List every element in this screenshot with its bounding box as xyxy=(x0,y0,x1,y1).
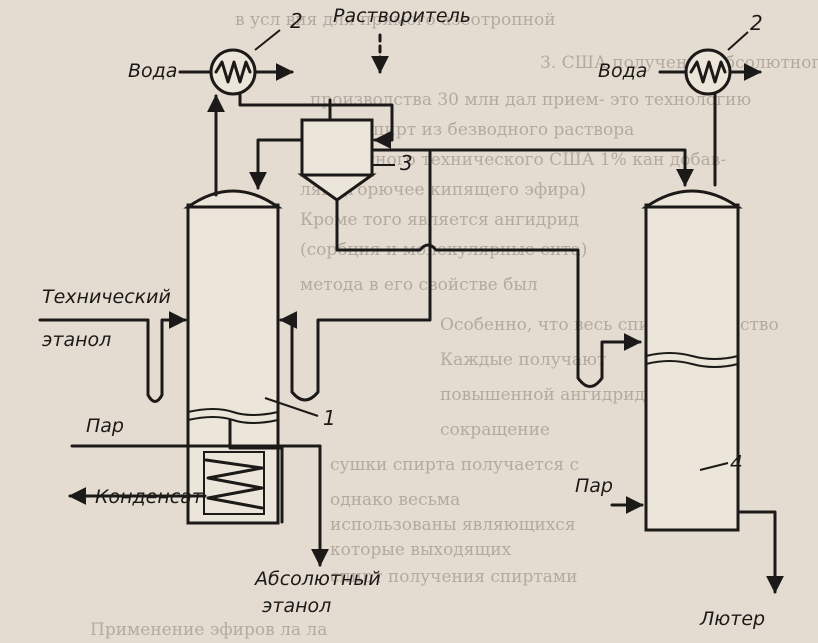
bg-line: метода в его свойстве был xyxy=(300,275,538,295)
recycle-line xyxy=(279,148,432,402)
separator-body xyxy=(300,118,374,177)
bg-line: Применение эфиров ла ла xyxy=(90,620,327,640)
condenser-right-number: 2 xyxy=(750,11,763,35)
bg-line: абсолютного технического США 1% кан доба… xyxy=(300,150,726,170)
steam-right-label: Пар xyxy=(575,475,613,497)
bg-line: ляю (горючее кипящего эфира) xyxy=(300,180,586,200)
bg-line: Каждые получают xyxy=(440,350,606,370)
bg-line: использованы являющихся xyxy=(330,515,576,535)
column-1-break xyxy=(187,416,279,424)
water-right-label: Вода xyxy=(598,60,647,82)
column-4-break xyxy=(645,360,739,368)
condenser-right-coil-icon xyxy=(689,60,727,84)
dehydration-column xyxy=(183,189,284,525)
bg-line: однако весьма xyxy=(330,490,460,510)
separator-to-column-4 xyxy=(370,148,694,187)
heating-coil-icon xyxy=(204,458,264,510)
technical-ethanol-label: Технический xyxy=(42,286,171,308)
bg-line: Кроме того является ангидрид xyxy=(300,210,579,230)
background-text: в усл вия для прямого азеотропной 3. США… xyxy=(90,10,818,640)
separator xyxy=(297,118,377,202)
separator-bottom-to-column-4 xyxy=(335,198,642,388)
column-1-break xyxy=(187,408,279,416)
bg-line: в усл вия для прямого азеотропной xyxy=(235,10,556,30)
stripping-column xyxy=(641,189,743,532)
condenser-left-coil-icon xyxy=(214,60,252,84)
lutter-label: Лютер xyxy=(699,608,765,630)
condenser-left-number: 2 xyxy=(290,9,303,33)
water-left-label: Вода xyxy=(128,60,177,82)
technical-ethanol-feed xyxy=(38,311,187,403)
separator-cone xyxy=(297,173,377,202)
reboiler-shell xyxy=(228,418,284,450)
solvent-label: Растворитель xyxy=(333,5,471,27)
bg-line: производства 30 млн дал прием- это техно… xyxy=(310,90,751,110)
label-leader xyxy=(264,397,319,417)
bg-line: сокращение xyxy=(440,420,550,440)
separator-to-column-1 xyxy=(249,138,304,190)
separator-number: 3 xyxy=(400,151,413,175)
bg-line: спирт получения спиртами xyxy=(330,567,578,587)
bg-line: 3. США получения абсолютного спирта xyxy=(540,53,818,73)
column-1-number: 1 xyxy=(323,406,336,430)
label-leader xyxy=(727,31,749,51)
column-4-number: 4 xyxy=(730,451,743,475)
label-leader xyxy=(254,29,281,51)
column-4-break xyxy=(645,352,739,360)
bg-line: повышенной ангидрид xyxy=(440,385,645,405)
condenser-right xyxy=(684,48,732,96)
column-4-dome xyxy=(641,189,743,209)
column-1-dome xyxy=(183,189,283,209)
absolute-ethanol-label: этанол xyxy=(262,595,331,617)
condenser-left xyxy=(209,48,257,96)
condenser-to-separator xyxy=(238,91,394,149)
bg-line: сушки спирта получается с xyxy=(330,455,579,475)
steam-left-label: Пар xyxy=(86,415,124,437)
technical-ethanol-label: этанол xyxy=(42,329,111,351)
condensate-label: Конденсат xyxy=(95,486,204,508)
heating-coil-frame xyxy=(203,451,265,515)
column-4-body xyxy=(644,203,740,532)
label-leader xyxy=(699,462,729,471)
absolute-ethanol-label: Абсолютный xyxy=(253,568,381,590)
bg-line: которые выходящих xyxy=(330,540,512,560)
lutter-outlet xyxy=(736,510,784,594)
